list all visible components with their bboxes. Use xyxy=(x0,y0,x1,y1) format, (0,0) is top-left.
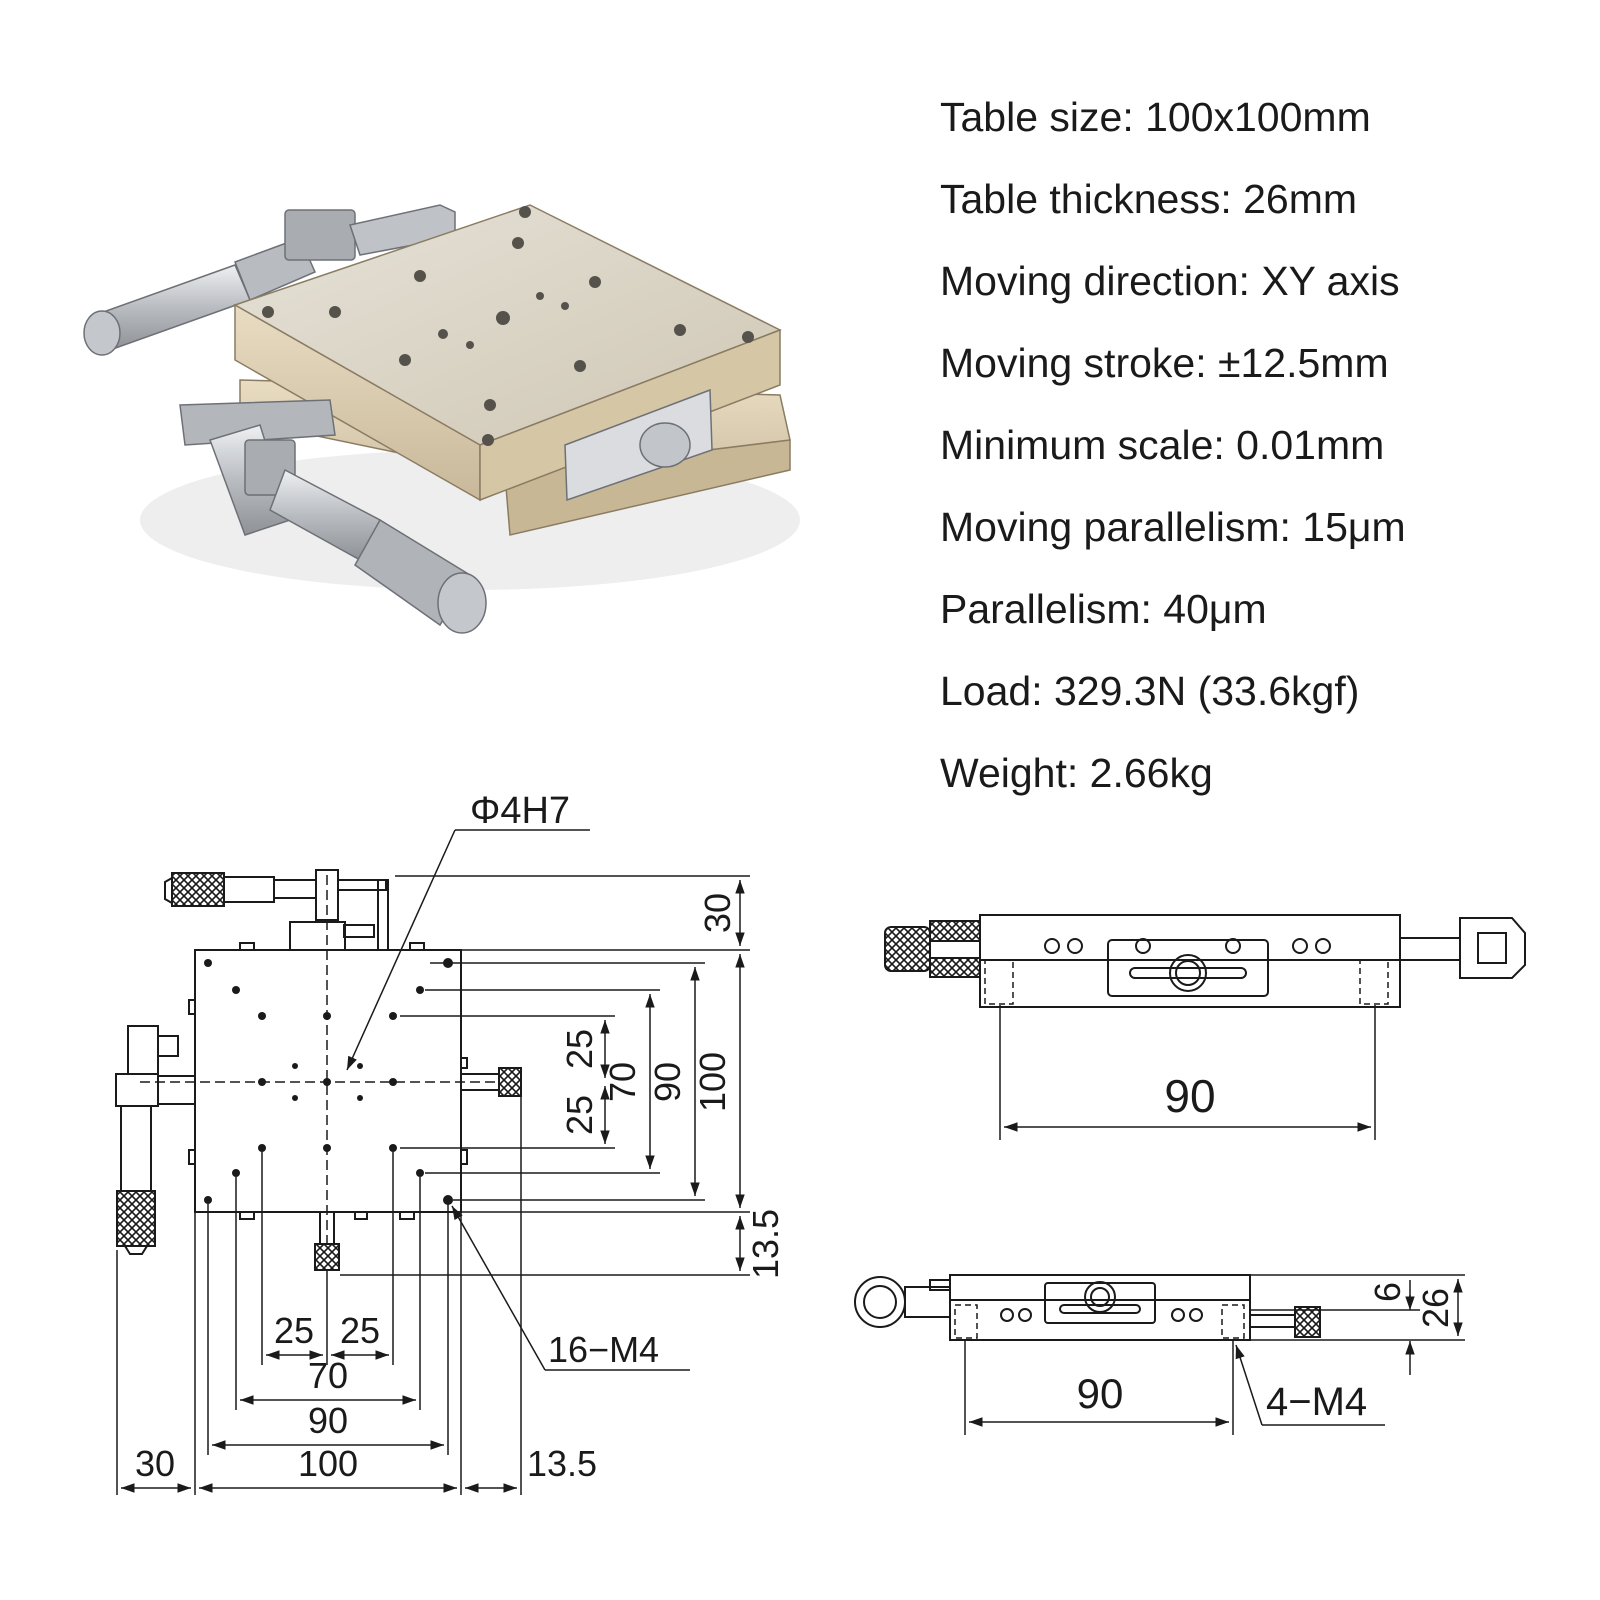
thread-callout-4: 4−M4 xyxy=(1266,1380,1367,1424)
front-dim-90: 90 xyxy=(1164,1070,1215,1122)
dim-bottom-70: 70 xyxy=(308,1355,348,1396)
spec-moving-parallelism: Moving parallelism: 15μm xyxy=(940,504,1406,550)
rear-micrometer xyxy=(83,204,456,356)
product-photo xyxy=(83,204,800,634)
dim-right-70: 70 xyxy=(602,1062,643,1102)
dim-right-25b: 25 xyxy=(559,1095,600,1135)
dim-bottom-13-5: 13.5 xyxy=(527,1443,597,1484)
top-view-dimensions xyxy=(116,829,750,1495)
top-micrometer xyxy=(164,869,425,951)
left-micrometer xyxy=(115,999,196,1255)
front-micrometer xyxy=(179,399,487,634)
spec-table-thickness: Table thickness: 26mm xyxy=(940,176,1358,222)
spec-table-size: Table size: 100x100mm xyxy=(940,94,1371,140)
top-view-labels: Φ4H7 16−M4 30 100 13.5 90 70 25 25 25 25… xyxy=(135,790,786,1484)
side-dim-90: 90 xyxy=(1077,1370,1124,1417)
side-dim-26: 26 xyxy=(1415,1288,1456,1328)
dim-bottom-100: 100 xyxy=(298,1443,358,1484)
dim-bottom-30: 30 xyxy=(135,1443,175,1484)
side-view-dimensions xyxy=(964,1274,1465,1435)
thread-callout-16: 16−M4 xyxy=(548,1329,659,1370)
dim-right-100: 100 xyxy=(692,1052,733,1112)
top-view xyxy=(115,869,522,1271)
spec-moving-stroke: Moving stroke: ±12.5mm xyxy=(940,340,1389,386)
dim-right-25a: 25 xyxy=(559,1029,600,1069)
dim-right-90: 90 xyxy=(647,1062,688,1102)
front-view xyxy=(884,914,1526,1008)
spec-parallelism: Parallelism: 40μm xyxy=(940,586,1267,632)
dim-bottom-25a: 25 xyxy=(274,1310,314,1351)
hole-callout: Φ4H7 xyxy=(470,790,570,832)
spec-weight: Weight: 2.66kg xyxy=(940,750,1213,796)
dim-right-13-5: 13.5 xyxy=(745,1209,786,1279)
side-body-outline xyxy=(949,1274,1251,1341)
dim-top-30: 30 xyxy=(697,893,738,933)
front-view-dimensions xyxy=(999,1005,1376,1140)
spec-minimum-scale: Minimum scale: 0.01mm xyxy=(940,422,1385,468)
side-dim-6: 6 xyxy=(1367,1282,1408,1302)
dim-bottom-90: 90 xyxy=(308,1400,348,1441)
dim-bottom-25b: 25 xyxy=(340,1310,380,1351)
side-view xyxy=(854,1274,1321,1341)
spec-load: Load: 329.3N (33.6kgf) xyxy=(940,668,1360,714)
spec-moving-direction: Moving direction: XY axis xyxy=(940,258,1400,304)
